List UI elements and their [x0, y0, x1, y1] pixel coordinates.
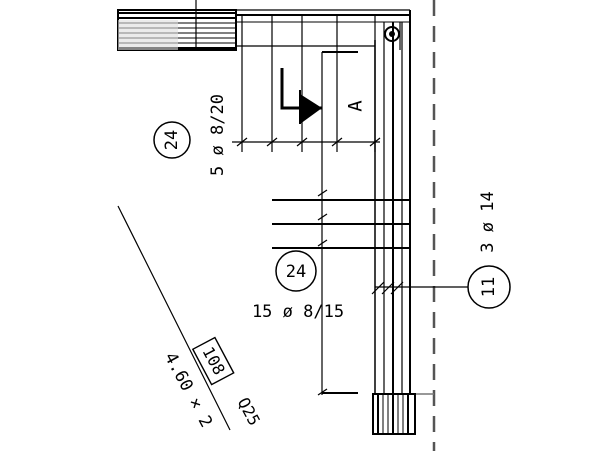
rebar-horizontals [272, 199, 410, 249]
frame-lines [235, 9, 410, 50]
callout-bubble: 24 [275, 250, 317, 292]
callout-number: 11 [479, 277, 499, 297]
callout-number: 24 [286, 262, 306, 282]
callout-bubble: 11 [371, 265, 511, 309]
slab-hatch-top [117, 0, 237, 51]
corner-bar-symbol [384, 26, 400, 42]
dimension-line-top [232, 137, 381, 147]
column-bars [374, 10, 411, 395]
callout-bubble: 24 [153, 121, 191, 159]
section-marker [280, 68, 322, 124]
concrete-label: Q25 [234, 394, 264, 428]
rebar-label: 15 ø 8/15 [252, 302, 344, 322]
rebar-label: 5 ø 8/20 [208, 94, 228, 176]
column-hatch-bottom [372, 393, 416, 435]
callout-number: 24 [162, 130, 182, 150]
diagonal-leader [117, 205, 231, 431]
section-marker-label: A [345, 100, 367, 112]
rebar-verticals-top [241, 15, 376, 152]
slab-annotation: 108 [191, 336, 235, 386]
rebar-label: 3 ø 14 [478, 191, 498, 252]
